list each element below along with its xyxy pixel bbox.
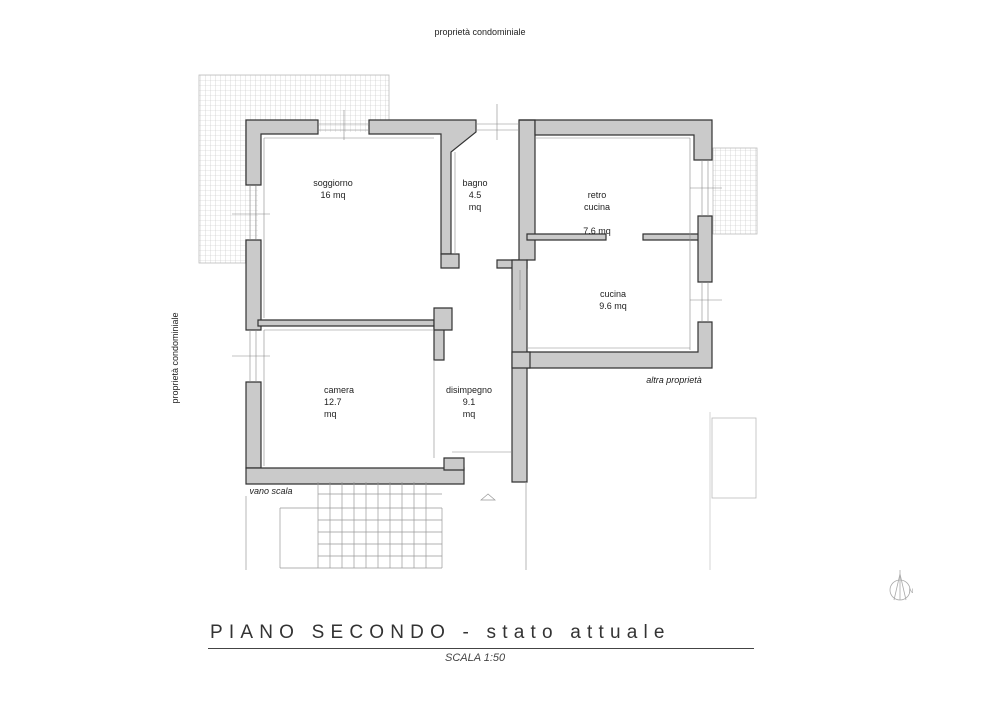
room-area-unit: mq bbox=[462, 409, 476, 419]
room-bagno: bagno 4.5 mq bbox=[452, 177, 498, 213]
left-neighbor-label: proprietà condominiale bbox=[170, 312, 180, 404]
room-disimpegno: disimpegno 9.1 mq bbox=[440, 384, 498, 420]
right-neighbor-box bbox=[711, 417, 757, 499]
stairwell-label: vano scala bbox=[249, 486, 293, 496]
room-name: cucina bbox=[599, 289, 626, 299]
walls bbox=[245, 119, 713, 485]
room-cucina: cucina 9.6 mq bbox=[586, 288, 640, 312]
page-title: PIANO SECONDO - stato attuale bbox=[210, 622, 671, 643]
room-name: bagno bbox=[462, 178, 488, 188]
top-neighbor-label: proprietà condominiale bbox=[434, 27, 526, 37]
north-arrow-icon bbox=[889, 570, 911, 601]
scale-label: SCALA 1:50 bbox=[445, 652, 506, 664]
room-area: 16 mq bbox=[320, 190, 346, 200]
room-name: camera bbox=[324, 385, 355, 395]
room-camera: camera 12.7 mq bbox=[324, 384, 364, 420]
stairwell bbox=[245, 482, 527, 570]
room-area-unit: mq bbox=[324, 409, 337, 419]
title-underline bbox=[208, 648, 754, 649]
right-neighbor-label: altra proprietà bbox=[646, 375, 702, 385]
room-area-unit: mq bbox=[468, 202, 482, 212]
room-name: retro cucina bbox=[583, 190, 610, 212]
balcony-right bbox=[712, 147, 758, 235]
north-letter: N bbox=[908, 589, 914, 595]
room-retro-cucina: retro cucina 7.6 mq bbox=[570, 177, 624, 249]
room-area: 7.6 mq bbox=[583, 226, 611, 236]
room-area-value: 9.1 bbox=[462, 397, 476, 407]
room-name: soggiorno bbox=[313, 178, 353, 188]
room-area-value: 4.5 bbox=[468, 190, 482, 200]
window-lines bbox=[232, 104, 722, 466]
room-name: disimpegno bbox=[445, 385, 493, 395]
room-area: 9.6 mq bbox=[599, 301, 627, 311]
room-soggiorno: soggiorno 16 mq bbox=[305, 177, 361, 201]
room-area-value: 12.7 bbox=[324, 397, 342, 407]
